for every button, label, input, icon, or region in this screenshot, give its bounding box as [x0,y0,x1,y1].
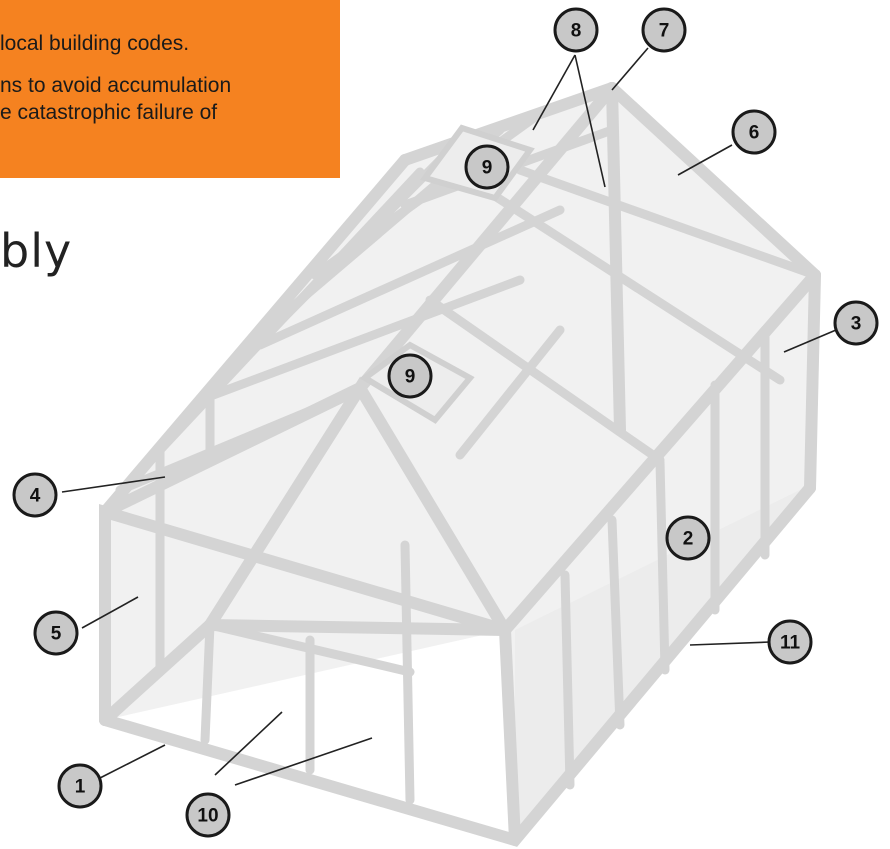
callout-6: 6 [731,109,777,155]
callout-label: 2 [683,529,694,550]
callout-label: 10 [197,806,218,827]
callout-9-back: 9 [464,144,510,190]
callout-9-front: 9 [387,353,433,399]
frame [99,82,821,847]
warning-line: e catastrophic failure of [0,101,218,124]
callout-label: 4 [30,486,41,507]
callout-2: 2 [665,515,711,561]
callout-label: 11 [780,633,801,654]
leader-lines [61,47,837,786]
callout-label: 7 [659,21,670,42]
callout-8: 8 [553,7,599,53]
page-heading: bly [0,224,73,278]
warning-box: local building codes. ns to avoid accumu… [0,0,340,178]
callout-5: 5 [33,610,79,656]
callout-label: 8 [571,21,582,42]
callout-10: 10 [185,792,231,838]
callout-11: 11 [767,619,813,665]
callouts: 1 2 3 4 5 6 7 8 [12,7,879,838]
warning-line: ns to avoid accumulation [0,74,232,97]
callout-label: 9 [405,367,416,388]
callout-3: 3 [833,300,879,346]
callout-4: 4 [12,472,58,518]
callout-7: 7 [641,7,687,53]
callout-label: 1 [75,777,86,798]
callout-label: 9 [482,158,493,179]
warning-line: local building codes. [0,32,190,55]
callout-label: 6 [749,123,760,144]
callout-label: 5 [51,624,62,645]
callout-1: 1 [57,763,103,809]
callout-label: 3 [851,314,862,335]
